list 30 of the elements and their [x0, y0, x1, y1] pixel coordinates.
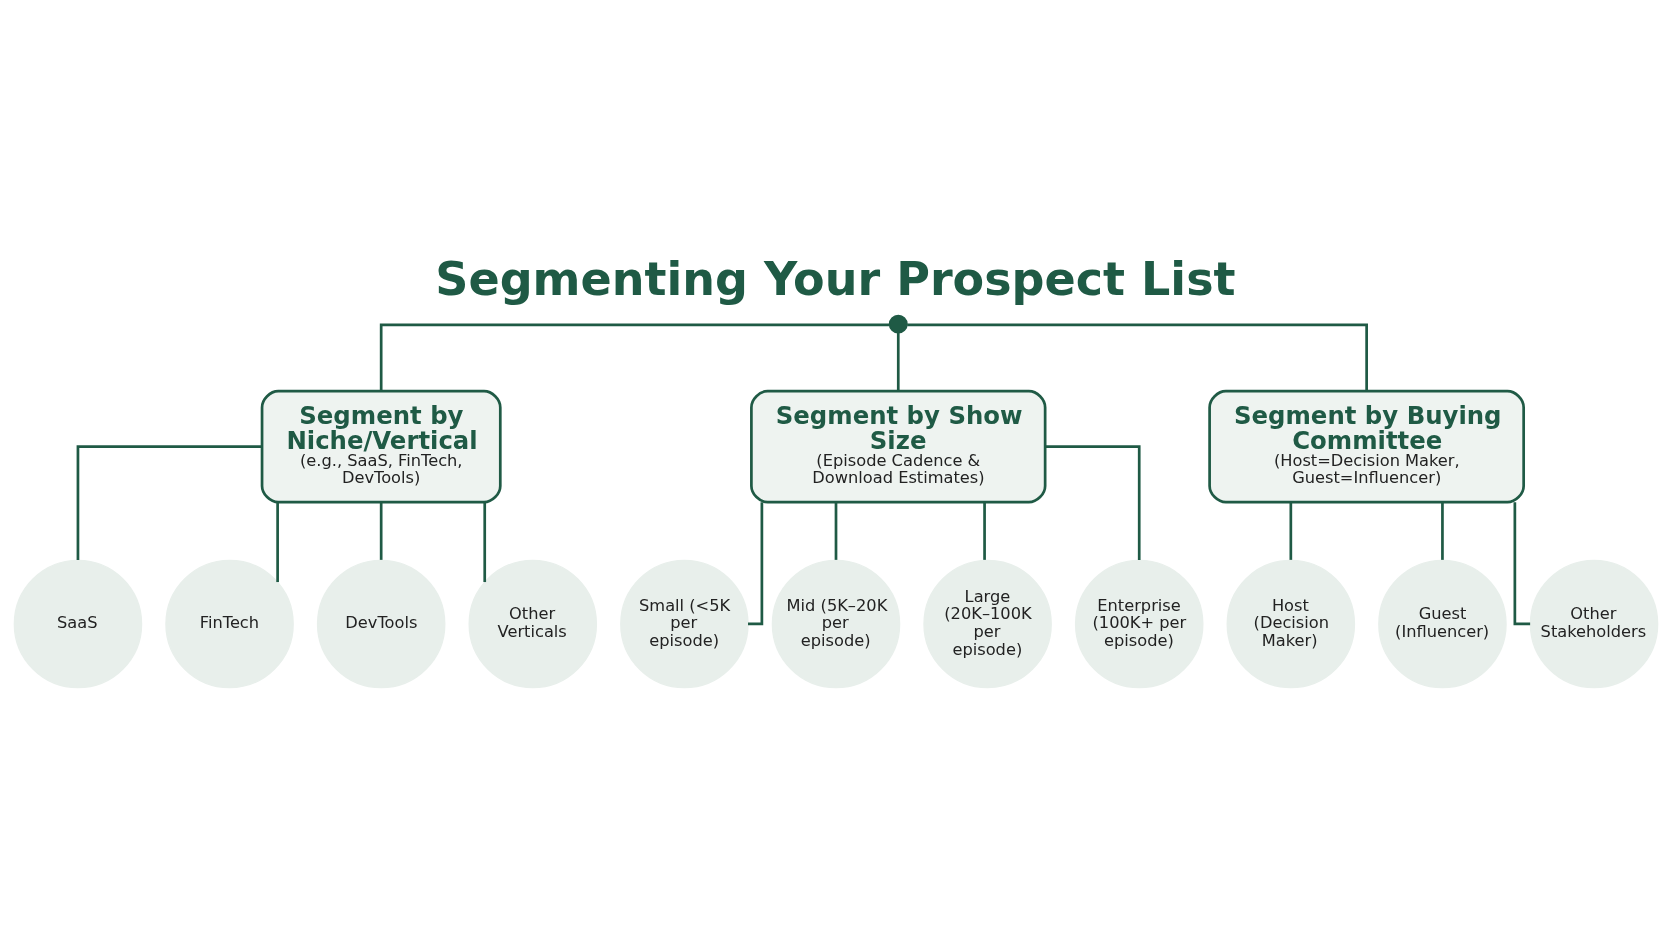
node-box: Segment by Buying Committee (Host=Decision Maker, Guest=Influencer): [1208, 389, 1525, 503]
node-circle: Guest (Influencer): [1378, 559, 1507, 688]
node-circle: Other Stakeholders: [1529, 559, 1659, 688]
connector: [483, 501, 487, 582]
connector: [1289, 501, 1293, 560]
connector: [983, 501, 986, 560]
node-circle: FinTech: [165, 559, 294, 688]
node-box: Segment by Niche/Vertical (e.g., SaaS, FinTech, DevTools): [260, 389, 502, 503]
connector: [748, 501, 764, 625]
connector: [1441, 501, 1444, 560]
node-circle: Mid (5K–20K per episode): [771, 559, 901, 688]
node-box: Segment by Show Size (Episode Cadence & Download Estimates): [750, 389, 1047, 503]
node-circle: [888, 314, 908, 334]
node-circle: Large (20K–100K per episode): [923, 559, 1052, 688]
connector: [379, 322, 890, 391]
node-circle: DevTools: [316, 559, 446, 688]
connector: [907, 322, 1368, 391]
node-circle: Enterprise (100K+ per episode): [1074, 559, 1204, 688]
connector: [1045, 444, 1141, 560]
node-circle: Other Verticals: [468, 559, 598, 688]
connector: [379, 501, 383, 560]
diagram-title: Segmenting Your Prospect List: [435, 251, 1236, 306]
connector: [276, 501, 279, 582]
connector: [1513, 501, 1531, 625]
connector: [76, 444, 262, 560]
connector: [834, 501, 838, 560]
node-circle: Small (<5K per episode): [620, 559, 749, 688]
node-circle: SaaS: [13, 559, 143, 688]
connector: [896, 332, 900, 391]
node-circle: Host (Decision Maker): [1226, 559, 1356, 688]
